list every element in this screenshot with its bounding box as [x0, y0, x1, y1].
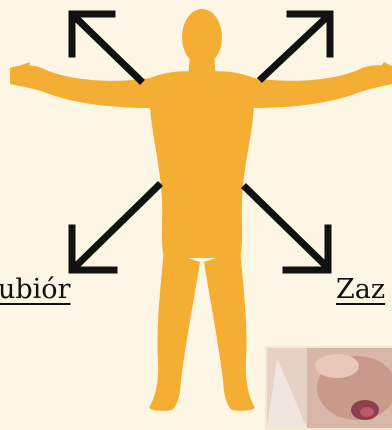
arrow-down-left-icon: [72, 186, 158, 270]
label-right-partial: Zaz: [336, 276, 385, 303]
arrow-up-left-icon: [72, 14, 140, 80]
label-clothing: ubiór: [0, 276, 70, 303]
canvas: ubiór Zaz: [0, 0, 392, 414]
arrow-up-right-icon: [262, 14, 330, 78]
skin-photo-thumbnail: [265, 346, 392, 430]
arrow-down-right-icon: [246, 188, 328, 270]
